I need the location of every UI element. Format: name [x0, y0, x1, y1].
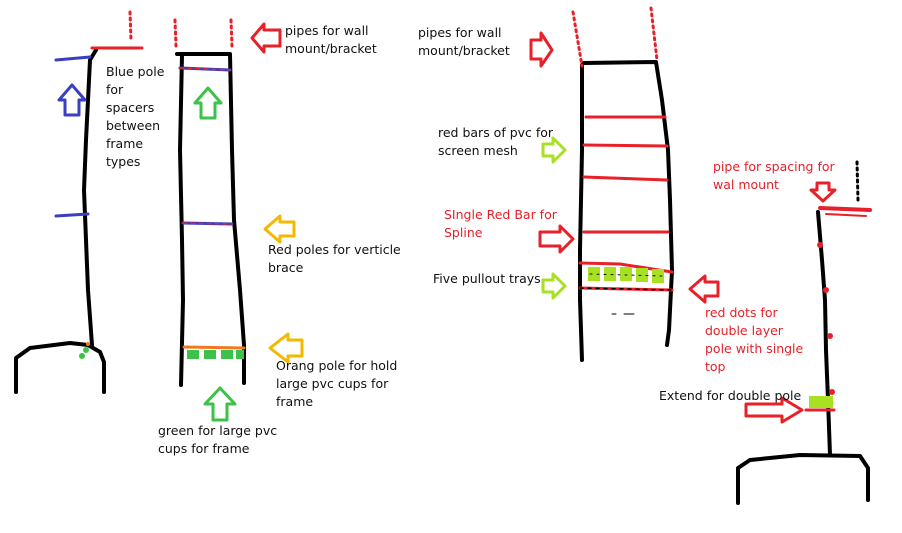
label-pipes-wall-mount-left: pipes for wall mount/bracket: [285, 23, 377, 56]
label-extend-double-pole: Extend for double pole: [659, 388, 802, 403]
label-red-poles-verticle: Red poles for verticle brace: [268, 242, 401, 275]
arrow-right-icon: [541, 136, 567, 164]
frame-second: [173, 18, 246, 387]
label-orang-pole: Orang pole for hold large pvc cups for f…: [276, 358, 398, 409]
label-pipe-spacing: pipe for spacing for wal mount: [713, 159, 835, 192]
arrow-left-icon: [268, 332, 304, 364]
label-green-cups: green for large pvc cups for frame: [158, 423, 278, 456]
arrow-right-icon: [541, 272, 567, 300]
frame-left: [14, 10, 144, 394]
frame-third: [571, 6, 674, 362]
arrow-right-icon: [250, 22, 282, 54]
arrow-left-icon: [688, 274, 720, 304]
frame-right: [736, 160, 872, 505]
label-blue-pole: Blue pole for spacers between frame type…: [106, 64, 165, 169]
arrow-down-icon: [809, 181, 837, 203]
arrow-left-icon: [263, 214, 296, 244]
arrow-right-icon: [529, 31, 554, 68]
label-five-pullout-trays: Five pullout trays: [433, 271, 541, 286]
label-pipes-wall-mount-right: pipes for wall mount/bracket: [418, 25, 510, 58]
arrow-up-icon: [203, 386, 237, 422]
arrow-right-icon: [538, 224, 575, 254]
label-red-dots: red dots for double layer pole with sing…: [705, 305, 804, 374]
label-single-red-bar: SIngle Red Bar for Spline: [444, 207, 557, 240]
arrow-up-icon: [193, 86, 223, 120]
arrow-up-icon: [57, 83, 87, 117]
label-red-bars-pvc: red bars of pvc for screen mesh: [438, 125, 554, 158]
arrow-right-icon: [744, 396, 804, 424]
